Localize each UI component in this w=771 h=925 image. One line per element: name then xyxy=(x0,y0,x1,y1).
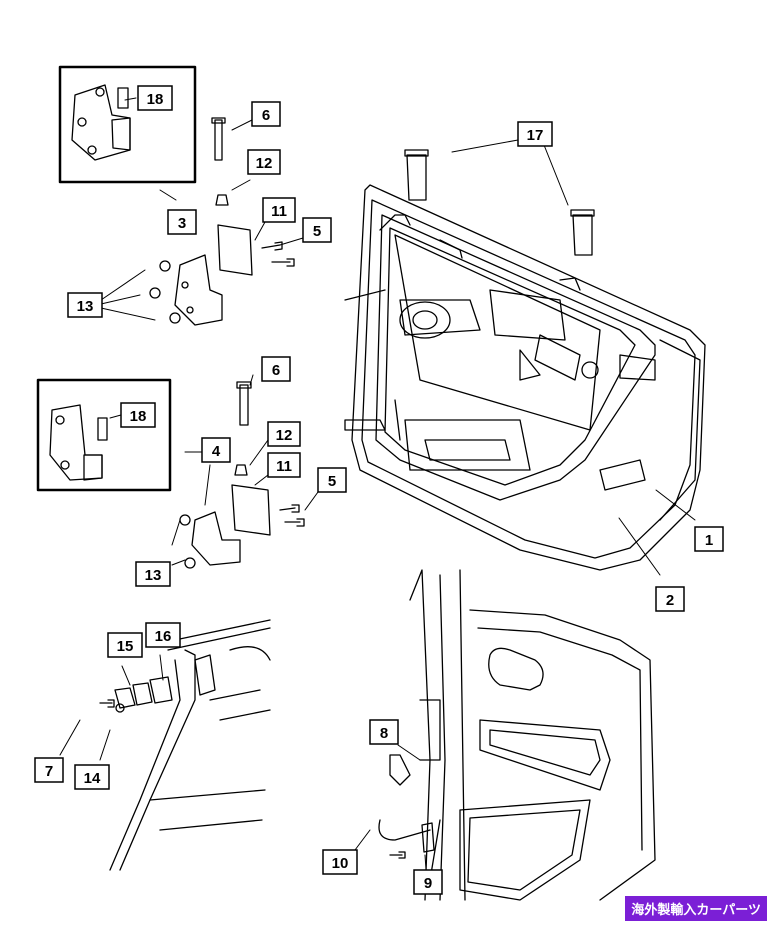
upper-hinge-assembly xyxy=(58,65,295,326)
callout-2: 2 xyxy=(655,586,685,612)
svg-text:1: 1 xyxy=(705,532,713,549)
callout-12-upper: 12 xyxy=(247,149,281,175)
svg-text:3: 3 xyxy=(178,215,186,232)
svg-text:14: 14 xyxy=(84,770,101,787)
door-shell xyxy=(344,184,706,571)
callout-4: 4 xyxy=(201,437,231,463)
svg-text:15: 15 xyxy=(117,638,134,655)
svg-text:16: 16 xyxy=(155,628,172,645)
svg-text:12: 12 xyxy=(256,155,273,172)
leader-lines xyxy=(59,97,696,871)
callout-6-upper: 6 xyxy=(251,101,281,127)
svg-text:10: 10 xyxy=(332,855,349,872)
callout-9: 9 xyxy=(413,869,443,895)
door-lower-detail xyxy=(378,569,656,901)
svg-text:7: 7 xyxy=(45,763,53,780)
callout-3: 3 xyxy=(167,209,197,235)
callout-13-lower: 13 xyxy=(135,561,171,587)
svg-text:9: 9 xyxy=(424,875,432,892)
callout-11-lower: 11 xyxy=(267,452,301,478)
svg-text:2: 2 xyxy=(666,592,674,609)
callout-18-lower: 18 xyxy=(120,402,156,428)
svg-text:8: 8 xyxy=(380,725,388,742)
callout-7: 7 xyxy=(34,757,64,783)
callout-5-lower: 5 xyxy=(317,467,347,493)
svg-text:12: 12 xyxy=(276,427,293,444)
part-17-plug xyxy=(404,149,595,256)
callout-13-upper: 13 xyxy=(67,292,103,318)
lower-hinge-assembly xyxy=(36,378,305,569)
callout-16: 16 xyxy=(145,622,181,648)
svg-text:13: 13 xyxy=(145,567,162,584)
callout-14: 14 xyxy=(74,764,110,790)
watermark-badge: 海外製輸入カーパーツ xyxy=(625,896,767,921)
callout-5-upper: 5 xyxy=(302,217,332,243)
svg-text:18: 18 xyxy=(147,91,164,108)
svg-text:6: 6 xyxy=(272,362,280,379)
svg-text:4: 4 xyxy=(212,443,221,460)
body-side-detail xyxy=(99,619,271,871)
callout-17: 17 xyxy=(517,121,553,147)
svg-text:17: 17 xyxy=(527,127,544,144)
callout-18-upper: 18 xyxy=(137,85,173,111)
callout-15: 15 xyxy=(107,632,143,658)
callout-8: 8 xyxy=(369,719,399,745)
callouts: 1 2 3 4 5 5 6 6 7 8 9 10 11 11 12 12 13 … xyxy=(34,85,724,895)
svg-text:18: 18 xyxy=(130,408,147,425)
callout-6-lower: 6 xyxy=(261,356,291,382)
svg-text:13: 13 xyxy=(77,298,94,315)
svg-text:11: 11 xyxy=(276,458,292,475)
callout-10: 10 xyxy=(322,849,358,875)
svg-text:5: 5 xyxy=(313,223,321,240)
svg-text:11: 11 xyxy=(271,203,287,220)
callout-12-lower: 12 xyxy=(267,421,301,447)
callout-1: 1 xyxy=(694,526,724,552)
callout-11-upper: 11 xyxy=(262,197,296,223)
svg-text:5: 5 xyxy=(328,473,336,490)
svg-text:6: 6 xyxy=(262,107,270,124)
